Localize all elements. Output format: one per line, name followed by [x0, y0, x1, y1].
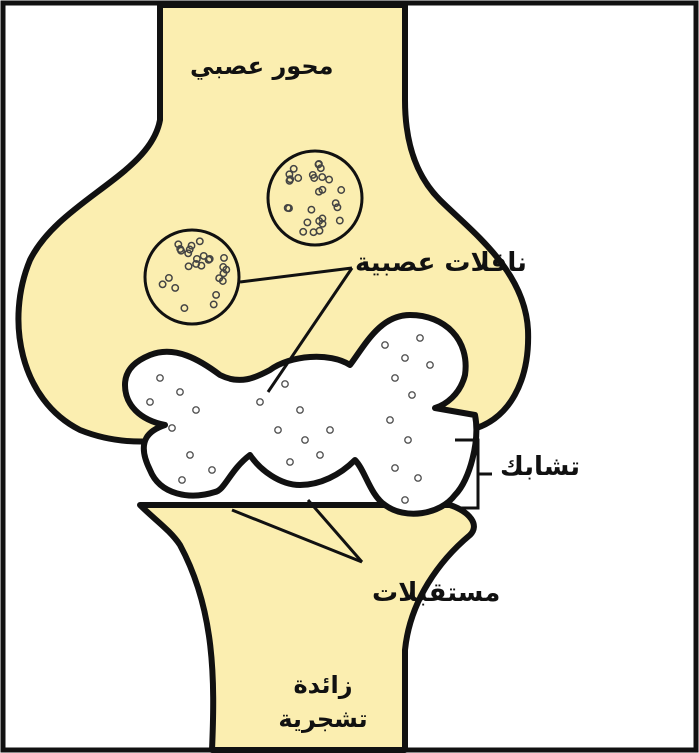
axon-label: محور عصبي	[190, 52, 334, 80]
synapse-label: تشابك	[500, 452, 580, 482]
dendrite-label: زائدة تشجرية	[268, 668, 378, 736]
dendrite-label-line2: تشجرية	[268, 702, 378, 736]
neurotransmitters-label: ناقلات عصبية	[355, 248, 527, 278]
dendrite-label-line1: زائدة	[268, 668, 378, 702]
receptors-label: مستقبلات	[372, 578, 500, 608]
vesicle	[145, 230, 239, 324]
